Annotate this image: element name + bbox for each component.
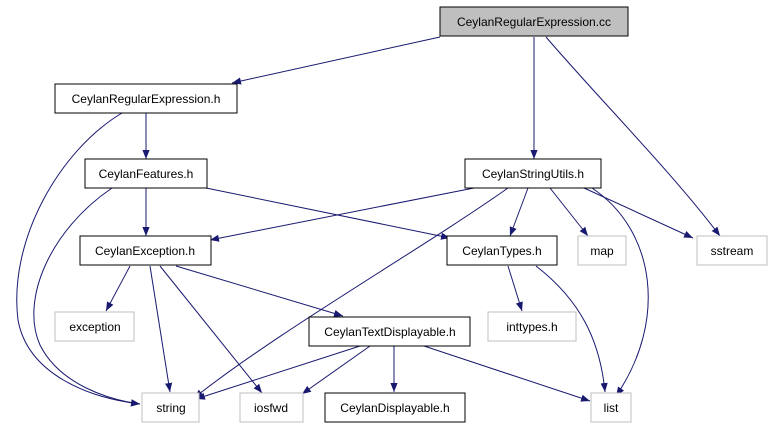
node-stringutils-h[interactable]: CeylanStringUtils.h [464, 158, 602, 189]
node-label: exception [69, 320, 120, 334]
edge-textdisplayable-h-to-string [195, 345, 361, 400]
node-label: iosfwd [254, 401, 288, 415]
nodes: CeylanRegularExpression.cc CeylanRegular… [54, 6, 768, 423]
node-label: list [604, 401, 619, 415]
node-exception[interactable]: exception [54, 311, 135, 342]
node-label: inttypes.h [506, 320, 557, 334]
node-list[interactable]: list [590, 392, 632, 423]
node-string[interactable]: string [141, 392, 200, 423]
edge-stringutils-h-to-types-h [509, 187, 529, 237]
edge-root-to-regex-h [231, 36, 441, 85]
node-regex-h[interactable]: CeylanRegularExpression.h [54, 83, 238, 114]
edge-exception-h-to-iosfwd [159, 265, 263, 394]
edge-exception-h-to-exception [105, 265, 131, 312]
node-label: CeylanTextDisplayable.h [324, 325, 455, 339]
node-displayable-h[interactable]: CeylanDisplayable.h [324, 392, 466, 423]
edge-stringutils-h-to-sstream [583, 187, 694, 239]
edge-exception-h-to-textdisplayable-h [175, 265, 344, 317]
edge-features-h-to-string [33, 187, 141, 407]
node-label: map [590, 244, 614, 258]
edge-stringutils-h-to-string [193, 187, 509, 399]
node-types-h[interactable]: CeylanTypes.h [446, 235, 558, 266]
edge-stringutils-h-to-exception-h [209, 187, 475, 242]
node-label: CeylanFeatures.h [99, 167, 194, 181]
node-label: string [156, 401, 185, 415]
edge-features-h-to-types-h [205, 187, 451, 240]
edge-stringutils-h-to-map [549, 187, 589, 237]
edge-types-h-to-list [535, 265, 608, 393]
node-label: sstream [711, 244, 754, 258]
node-inttypes-h[interactable]: inttypes.h [487, 311, 577, 342]
edges [16, 36, 721, 407]
node-textdisplayable-h[interactable]: CeylanTextDisplayable.h [308, 316, 471, 347]
edge-exception-h-to-string [149, 265, 173, 393]
node-features-h[interactable]: CeylanFeatures.h [84, 158, 208, 189]
node-root[interactable]: CeylanRegularExpression.cc [439, 6, 629, 37]
edge-textdisplayable-h-to-list [423, 345, 591, 402]
node-iosfwd[interactable]: iosfwd [239, 392, 304, 423]
node-map[interactable]: map [577, 235, 627, 266]
node-sstream[interactable]: sstream [696, 235, 768, 266]
node-label: CeylanTypes.h [462, 244, 541, 258]
edge-regex-h-to-string [16, 112, 141, 407]
edge-root-to-sstream [545, 36, 721, 237]
node-label: CeylanRegularExpression.cc [457, 15, 611, 29]
node-label: CeylanDisplayable.h [340, 401, 449, 415]
edge-types-h-to-inttypes-h [507, 265, 523, 312]
node-label: CeylanStringUtils.h [482, 167, 584, 181]
edge-stringutils-h-to-list [591, 187, 649, 397]
node-label: CeylanRegularExpression.h [72, 92, 221, 106]
node-exception-h[interactable]: CeylanException.h [79, 235, 212, 266]
edge-textdisplayable-h-to-iosfwd [301, 345, 371, 395]
node-label: CeylanException.h [95, 244, 195, 258]
